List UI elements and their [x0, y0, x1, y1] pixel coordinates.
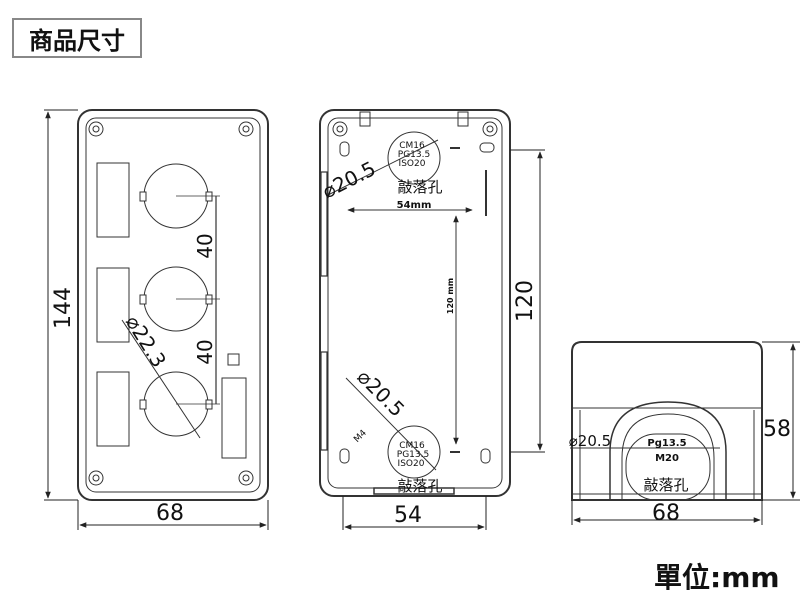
unit-label: 單位:mm [654, 561, 780, 594]
spacing-top-label: 40 [193, 233, 217, 258]
hole-diameter-label: ⌀22.3 [121, 311, 171, 372]
side-knockout-label: 敲落孔 [643, 476, 688, 494]
knockout-bottom-label: 敲落孔 [397, 477, 442, 495]
knockout-bottom-text: ISO20 [398, 459, 425, 469]
screw-icon [332, 121, 348, 137]
screw-icon [88, 121, 104, 137]
diameter-leader [345, 377, 437, 471]
knockout-top-text: ISO20 [399, 159, 426, 169]
front-width-label: 68 [156, 501, 184, 526]
front-inner-outline [85, 117, 261, 493]
knockout-hole-icon [387, 425, 441, 479]
side-height-label: 58 [763, 417, 791, 442]
mount-slot-icon [480, 448, 491, 464]
front-view [77, 109, 269, 501]
side-width-label: 68 [652, 501, 680, 526]
mount-slot-icon [339, 141, 350, 157]
small-square-mark [227, 353, 240, 366]
side-arch [609, 401, 727, 500]
back-height-label: 120 [513, 280, 538, 322]
back-view [319, 109, 511, 497]
spacing-bottom-label: 40 [193, 339, 217, 364]
screw-icon [88, 470, 104, 486]
knockout-hole-icon [387, 131, 441, 185]
side-knockout-text: M20 [655, 453, 679, 464]
side-knockout-text: Pg13.5 [647, 438, 686, 449]
front-outer-outline [77, 109, 269, 501]
label-window [96, 162, 130, 238]
diameter-leader [325, 139, 439, 197]
side-diameter-label: ⌀20.5 [569, 432, 611, 450]
side-outline [571, 341, 763, 501]
knockout-bottom-text: PG13.5 [397, 450, 429, 460]
knockout-top-label: 敲落孔 [397, 178, 442, 196]
side-view [570, 341, 763, 501]
label-window [221, 377, 247, 459]
mount-slot-icon [339, 448, 350, 464]
screw-icon [238, 121, 254, 137]
back-width-label: 54 [394, 503, 422, 528]
screw-icon [482, 121, 498, 137]
page-title: 商品尺寸 [12, 18, 142, 58]
label-window [96, 371, 130, 447]
mount-slot-icon [479, 142, 495, 153]
diameter-leader [121, 319, 201, 439]
knockout-top-text: PG13.5 [398, 150, 430, 160]
screw-icon [238, 470, 254, 486]
corner-mark: M4 [352, 428, 369, 445]
knockout-bottom-text: CM16 [399, 441, 425, 451]
back-outer-outline [319, 109, 511, 497]
front-height-label: 144 [51, 287, 76, 329]
inner-width-label: 54mm [397, 200, 432, 211]
knockout-top-diameter-label: ⌀20.5 [318, 156, 379, 203]
label-window [96, 267, 130, 343]
inner-height-label: 120 mm [446, 278, 455, 314]
knockout-top-text: CM16 [399, 141, 425, 151]
